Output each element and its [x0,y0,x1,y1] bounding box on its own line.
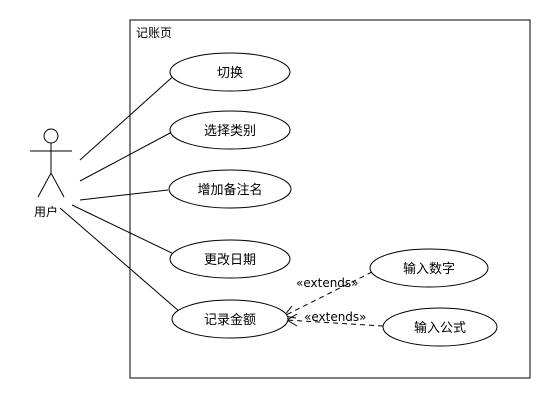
actor-user[interactable]: 用户 [30,128,72,219]
association-switch [79,71,179,161]
use-case-input-number-label: 输入数字 [403,261,455,277]
use-case-input-formula-label: 输入公式 [414,320,466,336]
use-case-add-note[interactable]: 增加备注名 [168,169,292,209]
stick-figure-icon [30,128,72,198]
use-case-record-amount-ellipse [171,299,289,339]
system-title: 记账页 [136,26,172,40]
actor-right-leg [50,172,65,198]
association-change-date [71,204,179,257]
association-select-category [79,131,173,182]
extends-line-input-number [283,271,373,317]
use-case-switch-ellipse [169,52,291,92]
use-case-record-amount[interactable]: 记录金额 [171,299,289,339]
extends-label-1: «extends» [296,276,359,290]
use-case-select-category-label: 选择类别 [204,124,256,139]
use-case-change-date-label: 更改日期 [204,253,256,268]
actor-label: 用户 [34,204,58,219]
association-record-amount [59,207,181,313]
use-case-select-category-ellipse [169,110,291,150]
actor-left-leg [37,172,52,198]
association-add-note [79,189,169,201]
use-case-input-number[interactable]: 输入数字 [369,248,489,288]
extends-label-2: «extends» [304,310,367,324]
use-case-input-formula[interactable]: 输入公式 [382,307,498,347]
use-case-add-note-label: 增加备注名 [197,182,262,198]
use-case-input-formula-ellipse [382,307,498,347]
use-case-record-amount-label: 记录金额 [204,312,256,328]
use-case-switch[interactable]: 切换 [169,52,291,92]
use-case-switch-label: 切换 [217,66,243,81]
use-case-input-number-ellipse [369,248,489,288]
use-case-change-date-ellipse [169,239,291,279]
actor-head [43,128,59,144]
extends-line-input-formula [286,319,384,327]
use-case-add-note-ellipse [168,169,292,209]
extends-relations: «extends» «extends» [283,271,384,327]
use-case-change-date[interactable]: 更改日期 [169,239,291,279]
use-case-select-category[interactable]: 选择类别 [169,110,291,150]
association-lines [59,71,181,313]
